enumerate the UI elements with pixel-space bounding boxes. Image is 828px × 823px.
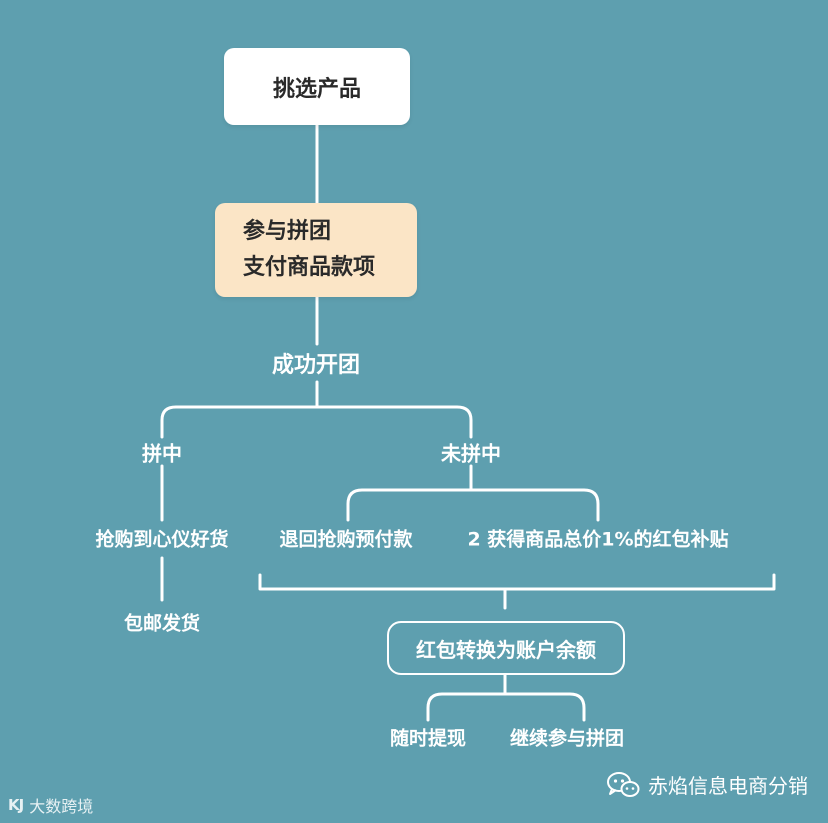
- group-success-label: 成功开团: [271, 353, 361, 378]
- convert-balance-label: 红包转换为账户余额: [416, 637, 596, 662]
- continue-group-label: 继续参与拼团: [509, 727, 625, 750]
- bracket-merge: [258, 573, 776, 610]
- bracket-not-won: [346, 464, 600, 522]
- bracket-success: [160, 380, 473, 439]
- brand: 赤焰信息电商分销: [606, 770, 808, 799]
- select-product-label: 挑选产品: [272, 76, 361, 102]
- won-label: 拼中: [142, 441, 182, 466]
- watermark: KJ 大数跨境: [8, 793, 93, 817]
- convert-balance-box: 红包转换为账户余额: [387, 621, 625, 675]
- watermark-text: 大数跨境: [29, 797, 94, 816]
- join-group-label-line1: 参与拼团: [243, 219, 332, 244]
- join-group-label-line2: 支付商品款项: [243, 255, 376, 280]
- select-product-box: 挑选产品: [224, 48, 410, 125]
- withdraw-label: 随时提现: [389, 727, 467, 750]
- not-won-label: 未拼中: [441, 441, 501, 466]
- watermark-logo: KJ: [8, 796, 24, 814]
- wechat-icon: [607, 771, 640, 797]
- refund-label: 退回抢购预付款: [279, 528, 413, 551]
- brand-name: 赤焰信息电商分销: [648, 774, 808, 798]
- subsidy-label: 2 获得商品总价1%的红包补贴: [467, 528, 729, 551]
- bracket-final: [426, 692, 586, 722]
- free-shipping-label: 包邮发货: [123, 612, 201, 635]
- join-group-box: 参与拼团 支付商品款项: [215, 203, 417, 297]
- buy-goods-label: 抢购到心仪好货: [95, 528, 229, 551]
